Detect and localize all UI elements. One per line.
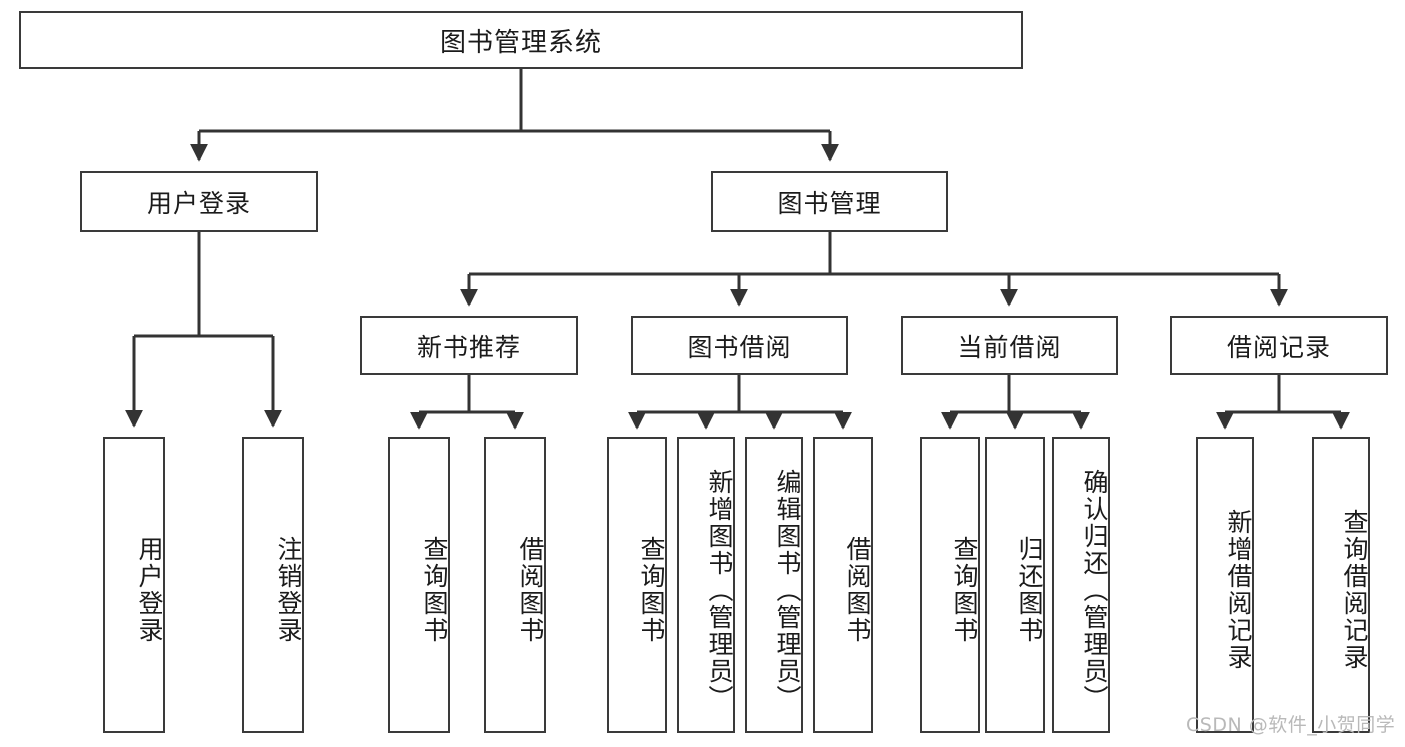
node-leaf-query-book-2-label: 查询图书 <box>637 536 666 644</box>
node-leaf-borrow-book-2[interactable]: 借阅图书 <box>813 437 873 733</box>
node-leaf-borrow-book-1[interactable]: 借阅图书 <box>484 437 546 733</box>
node-leaf-return-book[interactable]: 归还图书 <box>985 437 1045 733</box>
node-leaf-user-logout-label: 注销登录 <box>274 536 303 644</box>
node-leaf-add-record[interactable]: 新增借阅记录 <box>1196 437 1254 733</box>
node-leaf-query-book-3[interactable]: 查询图书 <box>920 437 980 733</box>
node-user-login-label: 用户登录 <box>146 188 251 218</box>
node-book-manage[interactable]: 图书管理 <box>711 171 948 232</box>
node-leaf-user-login[interactable]: 用户登录 <box>103 437 165 733</box>
node-leaf-query-record[interactable]: 查询借阅记录 <box>1312 437 1370 733</box>
node-current-borrow-label: 当前借阅 <box>957 332 1062 362</box>
node-leaf-borrow-book-2-label: 借阅图书 <box>843 536 872 644</box>
node-leaf-add-book-label: 新增图书（管理员） <box>705 468 734 712</box>
node-leaf-add-record-label: 新增借阅记录 <box>1224 509 1253 671</box>
node-borrow-record-label: 借阅记录 <box>1226 332 1331 362</box>
node-leaf-query-book-1[interactable]: 查询图书 <box>388 437 450 733</box>
node-leaf-confirm-return-label: 确认归还（管理员） <box>1080 468 1109 712</box>
node-leaf-add-book[interactable]: 新增图书（管理员） <box>677 437 735 733</box>
node-leaf-edit-book-label: 编辑图书（管理员） <box>773 468 802 712</box>
node-leaf-query-book-1-label: 查询图书 <box>420 536 449 644</box>
watermark: CSDN @软件_小贺同学 <box>1186 714 1396 736</box>
node-leaf-query-record-label: 查询借阅记录 <box>1340 509 1369 671</box>
node-new-book-rec-label: 新书推荐 <box>416 332 521 362</box>
node-leaf-borrow-book-1-label: 借阅图书 <box>516 536 545 644</box>
node-leaf-return-book-label: 归还图书 <box>1015 536 1044 644</box>
node-leaf-edit-book[interactable]: 编辑图书（管理员） <box>745 437 803 733</box>
node-leaf-user-logout[interactable]: 注销登录 <box>242 437 304 733</box>
node-book-borrow[interactable]: 图书借阅 <box>631 316 848 375</box>
node-user-login[interactable]: 用户登录 <box>80 171 318 232</box>
node-leaf-query-book-2[interactable]: 查询图书 <box>607 437 667 733</box>
node-root[interactable]: 图书管理系统 <box>19 11 1023 69</box>
node-leaf-query-book-3-label: 查询图书 <box>950 536 979 644</box>
node-new-book-rec[interactable]: 新书推荐 <box>360 316 578 375</box>
node-leaf-user-login-label: 用户登录 <box>135 536 164 644</box>
node-book-borrow-label: 图书借阅 <box>687 332 792 362</box>
node-borrow-record[interactable]: 借阅记录 <box>1170 316 1388 375</box>
node-book-manage-label: 图书管理 <box>777 188 882 218</box>
node-leaf-confirm-return[interactable]: 确认归还（管理员） <box>1052 437 1110 733</box>
node-root-label: 图书管理系统 <box>439 27 602 58</box>
node-current-borrow[interactable]: 当前借阅 <box>901 316 1118 375</box>
